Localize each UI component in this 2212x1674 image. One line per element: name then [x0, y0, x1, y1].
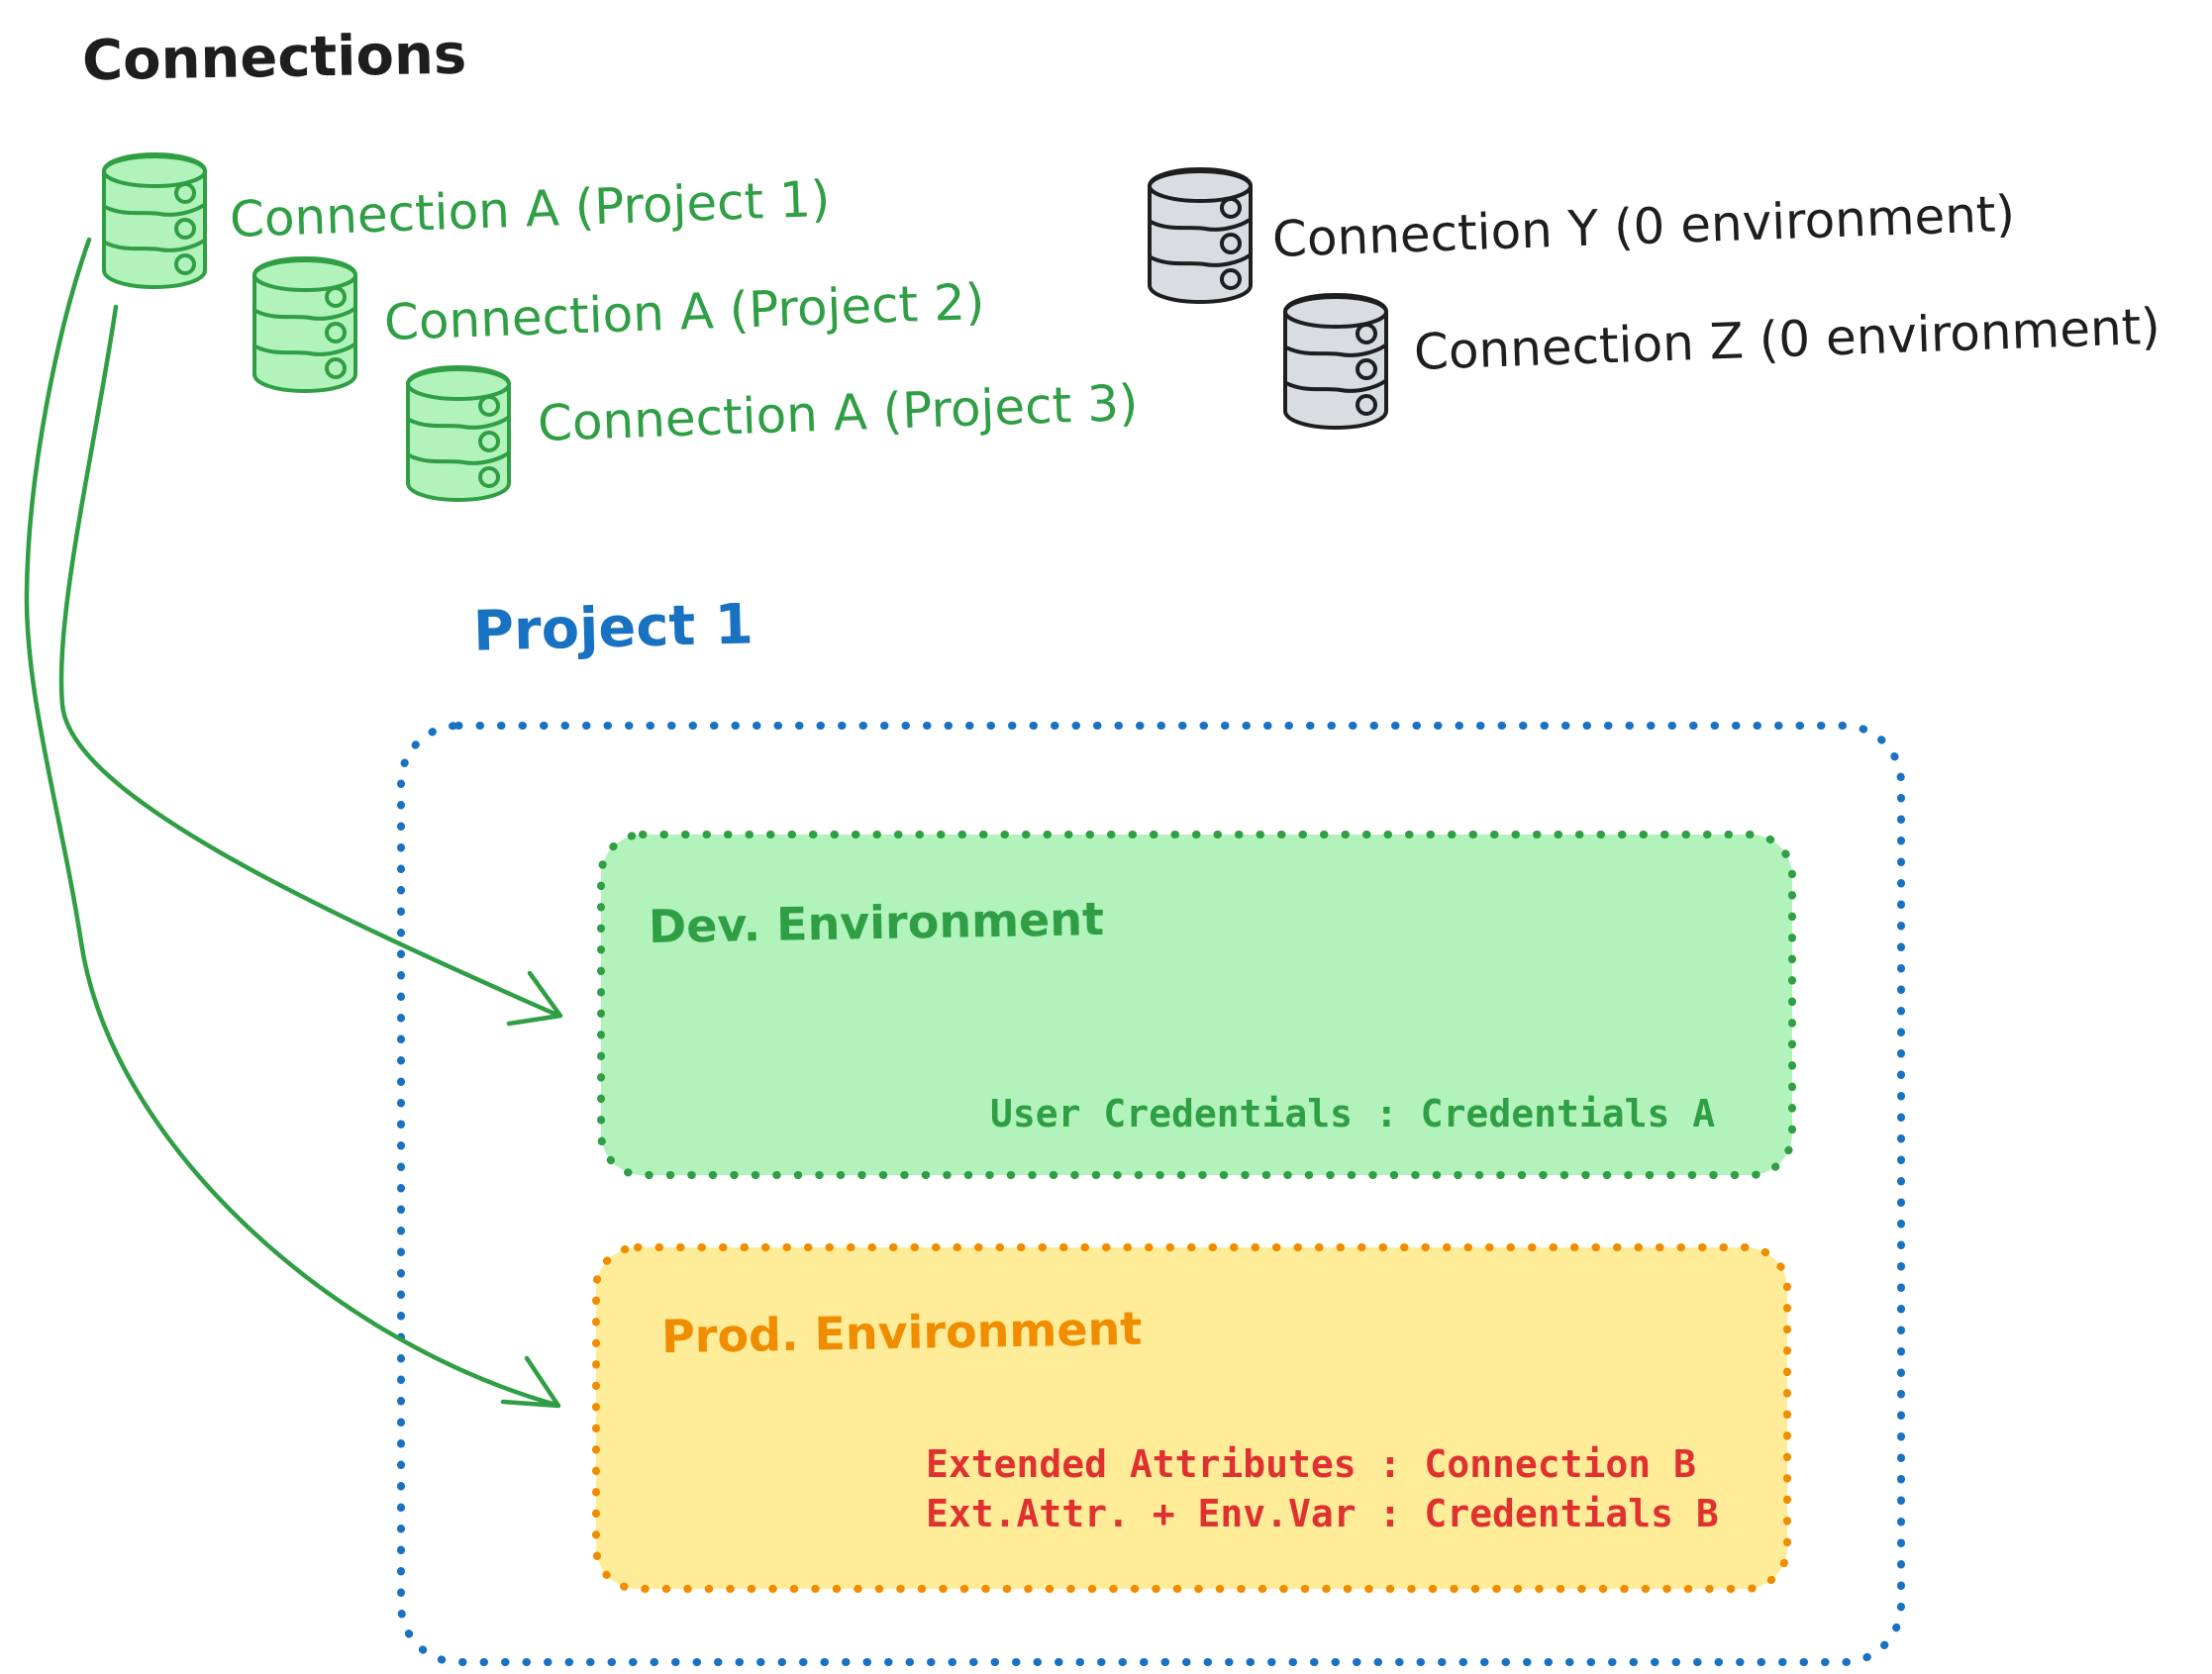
dev-environment-box	[597, 831, 1796, 1179]
prod-environment-line-2: Ext.Attr. + Env.Var : Credentials B	[926, 1492, 1719, 1535]
prod-environment-line-1: Extended Attributes : Connection B	[926, 1442, 1696, 1486]
dev-environment-title: Dev. Environment	[648, 891, 1105, 954]
arrow-to-prod-arrowhead-icon	[500, 1355, 561, 1409]
prod-environment-box	[592, 1243, 1791, 1593]
arrow-to-prod-environment	[24, 237, 555, 1407]
database-icon-connection-a-project-2	[254, 258, 355, 391]
prod-environment-title: Prod. Environment	[660, 1301, 1143, 1364]
diagram-title: Connections	[81, 22, 467, 94]
database-icon-connection-z	[1285, 295, 1386, 428]
project-1-title: Project 1	[472, 592, 754, 664]
database-icon-connection-y	[1150, 169, 1251, 302]
dev-environment-credentials: User Credentials : Credentials A	[990, 1092, 1716, 1135]
database-icon-connection-a-project-1	[104, 154, 205, 287]
arrow-to-dev-environment	[58, 304, 557, 1017]
database-icon-connection-a-project-3	[408, 367, 509, 500]
arrow-to-dev-arrowhead-icon	[506, 970, 563, 1027]
